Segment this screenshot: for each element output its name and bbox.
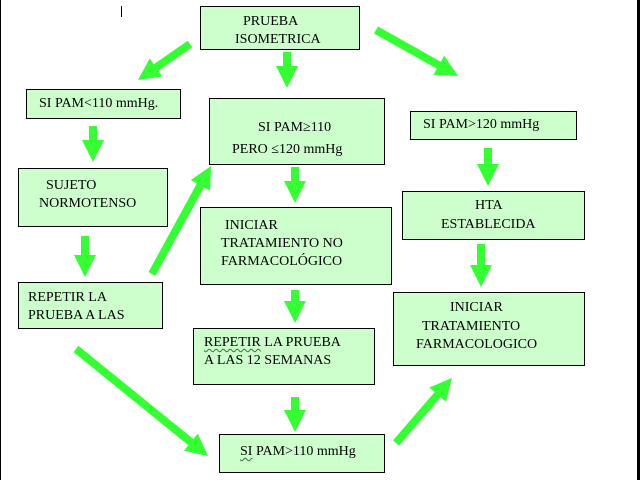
- window-left-border: [0, 0, 1, 480]
- arrow-repetir-prueba-a-las-to-pam-mayor-110: [73, 345, 208, 456]
- arrow-prueba-isometrica-to-pam-mayor-120: [374, 26, 458, 76]
- node-text-line: SI PAM>120 mmHg: [423, 117, 540, 132]
- node-text-fragment: LA PRUEBA: [260, 335, 341, 350]
- node-text-line: SI PAM>110 mmHg: [240, 443, 356, 461]
- arrow-repetir-12-semanas-to-pam-mayor-110: [284, 397, 306, 432]
- node-text-line: TRATAMIENTO: [422, 319, 521, 334]
- node-text-line: ISOMETRICA: [235, 32, 321, 47]
- spellcheck-word: SI: [240, 444, 253, 459]
- node-repetir-12-semanas[interactable]: REPETIR LA PRUEBA A LAS 12 SEMANAS: [193, 328, 375, 385]
- arrow-prueba-isometrica-to-pam-entre: [276, 52, 298, 88]
- node-text-line: SUJETO: [46, 178, 97, 193]
- node-text-line: NORMOTENSO: [39, 196, 137, 211]
- node-text-line: SI PAM≥110: [258, 120, 332, 135]
- node-text-line: HTA: [475, 198, 503, 213]
- arrow-sujeto-normotenso-to-repetir-prueba-a-las: [74, 236, 96, 277]
- arrow-pam-entre-to-iniciar-no-farmacologico: [284, 167, 306, 203]
- node-text-line: A LAS 12 SEMANAS: [204, 353, 332, 368]
- node-iniciar-farmacologico[interactable]: INICIAR TRATAMIENTO FARMACOLOGICO: [393, 292, 585, 366]
- text-cursor: [121, 6, 122, 17]
- node-hta-establecida[interactable]: HTA ESTABLECIDA: [402, 191, 585, 240]
- node-text-line: ESTABLECIDA: [441, 217, 536, 232]
- node-pam-mayor-110[interactable]: SI PAM>110 mmHg: [219, 434, 385, 473]
- node-text-line: REPETIR LA PRUEBA: [204, 334, 341, 352]
- node-text-line: PERO ≤120 mmHg: [232, 142, 343, 157]
- arrow-prueba-isometrica-to-pam-menor-110: [138, 40, 193, 80]
- node-repetir-prueba-a-las[interactable]: REPETIR LA PRUEBA A LAS: [18, 282, 163, 329]
- node-text-line: INICIAR: [225, 218, 278, 233]
- arrow-pam-menor-110-to-sujeto-normotenso: [82, 126, 104, 162]
- window-right-border: [637, 0, 640, 480]
- node-text-line: PRUEBA: [243, 14, 299, 29]
- node-pam-mayor-120[interactable]: SI PAM>120 mmHg: [410, 111, 577, 140]
- arrow-hta-establecida-to-iniciar-farmacologico: [470, 244, 492, 287]
- node-sujeto-normotenso[interactable]: SUJETO NORMOTENSO: [18, 168, 168, 227]
- node-text-line: FARMACOLOGICO: [416, 337, 538, 352]
- node-iniciar-no-farmacologico[interactable]: INICIAR TRATAMIENTO NO FARMACOLÓGICO: [200, 207, 392, 285]
- arrow-repetir-prueba-a-las-to-pam-entre: [148, 166, 211, 276]
- node-text-line: SI PAM<110 mmHg.: [39, 96, 159, 111]
- node-text-line: REPETIR LA: [28, 290, 107, 305]
- arrow-iniciar-no-farmacologico-to-repetir-12-semanas: [284, 290, 306, 323]
- node-text-line: INICIAR: [450, 300, 503, 315]
- node-text-fragment: PAM>110 mmHg: [252, 444, 356, 459]
- node-pam-menor-110[interactable]: SI PAM<110 mmHg.: [26, 89, 181, 119]
- node-text-line: FARMACOLÓGICO: [221, 254, 343, 269]
- spellcheck-word: REPETIR: [204, 335, 261, 350]
- node-text-line: TRATAMIENTO NO: [221, 236, 343, 251]
- arrow-pam-mayor-120-to-hta-establecida: [477, 148, 499, 186]
- arrow-pam-mayor-110-to-iniciar-farmacologico: [393, 378, 452, 446]
- node-prueba-isometrica[interactable]: PRUEBA ISOMETRICA: [200, 6, 360, 50]
- node-text-line: PRUEBA A LAS: [28, 308, 125, 323]
- node-pam-entre-110-120[interactable]: SI PAM≥110 PERO ≤120 mmHg: [209, 98, 385, 165]
